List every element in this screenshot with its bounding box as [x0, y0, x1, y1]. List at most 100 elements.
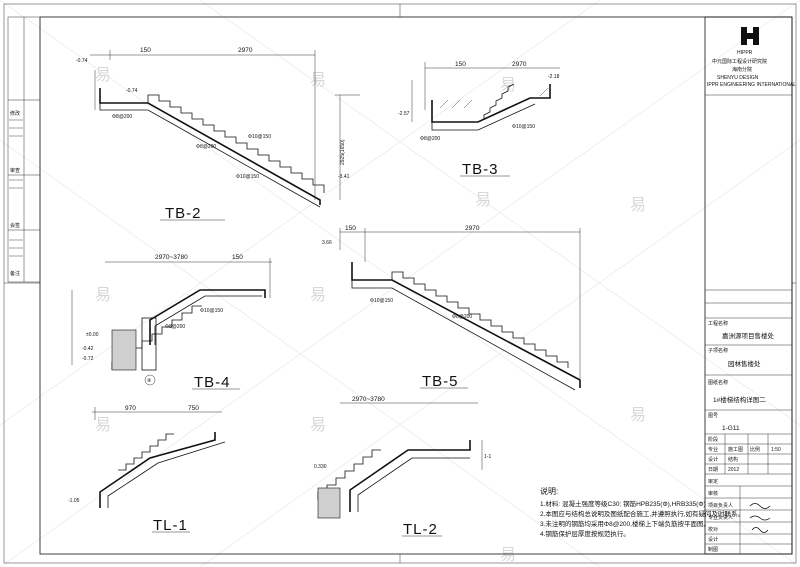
- svg-text:易: 易: [95, 285, 111, 304]
- drawing-name-label: 图纸名称: [708, 379, 728, 386]
- note-1: 1.材料: 混凝土强度等级C30; 钢筋HPB235(Φ),HRB335(Φ): [540, 499, 706, 508]
- tb4-dim-right: 150: [232, 254, 243, 261]
- svg-text:易: 易: [310, 415, 326, 434]
- tl1-level: -1.05: [68, 498, 80, 504]
- tb5-bar: Φ10@150: [370, 298, 393, 304]
- sign-row-2: 项目负责人: [708, 502, 733, 509]
- subproject-label: 子项名称: [708, 347, 728, 354]
- row-label-3: 比例: [750, 446, 760, 453]
- row-label-4: 日期: [708, 467, 718, 473]
- note-3: 3.未注明的钢筋均采用Φ8@200,楼梯上下端负筋按平面图。: [540, 519, 710, 528]
- svg-text:易: 易: [500, 545, 516, 564]
- tb4-level: ±0.00: [86, 332, 99, 338]
- tb4-title: TB-4: [194, 374, 231, 391]
- sign-row-3: 专业负责人: [708, 514, 733, 521]
- inner-frame: [39, 16, 793, 555]
- tb3-dim-top: 2970: [512, 61, 527, 68]
- tb2-level-bottom: -3.41: [338, 174, 350, 180]
- left-label-1: 审查: [10, 167, 20, 174]
- row-value-1: 结构: [728, 456, 738, 463]
- tl2-dim-top: 2970~3780: [352, 396, 385, 403]
- svg-text:易: 易: [95, 415, 111, 434]
- tl1-dim-right: 750: [188, 405, 199, 412]
- tl1-dim-top: 970: [125, 405, 136, 412]
- svg-text:易: 易: [500, 75, 516, 94]
- company-name-cn-2: 海南分院: [732, 66, 752, 73]
- drawing-no-label: 图号: [708, 413, 718, 419]
- notes-block: 说明: 1.材料: 混凝土强度等级C30; 钢筋HPB235(Φ),HRB335…: [540, 486, 744, 538]
- view-tb5: 150 2970 3.66 Φ10@150 Φ8@200 TB-5: [322, 225, 581, 391]
- tb4-dim-top: 2970~3780: [155, 254, 188, 261]
- tl1-title: TL-1: [153, 517, 188, 534]
- row-value-0: 施工图: [728, 446, 743, 453]
- company-name-en-2: IPPR ENGINEERING INTERNATIONAL: [707, 82, 796, 88]
- view-tl1: 970 750 -1.05 TL-1: [68, 405, 226, 534]
- row-value-3: 2012: [728, 467, 739, 473]
- tb4-level-2: -0.42: [82, 346, 94, 352]
- drawing-name: 1#楼梯结构详图二: [713, 395, 766, 404]
- note-2: 2.本图应与结构总说明及图纸配合施工,并遵照执行,如有疑问及时联系。: [540, 509, 744, 518]
- tb4-level-3: -0.72: [82, 356, 94, 362]
- svg-text:易: 易: [630, 195, 646, 214]
- tb2-bar-1: Φ8@200: [112, 114, 132, 120]
- note-4: 4.钢筋保护层厚度按规范执行。: [540, 529, 630, 538]
- title-block: HIPPR 中元国际工程设计研究院 海南分院 SHENYU DESIGN IPP…: [704, 16, 796, 555]
- left-label-0: 修改: [10, 110, 20, 117]
- sign-row-4: 校对: [708, 526, 718, 533]
- row-label-1: 专业: [708, 446, 718, 453]
- view-tb4: 2970~3780 150 ±0.00 -0.42 -0.72 Φ10@150 …: [71, 254, 272, 391]
- tb5-dim-left: 150: [345, 225, 356, 232]
- tl2-section: 1-1: [484, 454, 491, 460]
- svg-text:易: 易: [310, 70, 326, 89]
- project-label: 工程名称: [708, 320, 728, 327]
- svg-text:易: 易: [310, 285, 326, 304]
- tb4-axis-bubble: ⑧: [147, 378, 152, 384]
- company-logo: [741, 27, 759, 45]
- tb2-title: TB-2: [165, 205, 202, 222]
- tb4-bar: Φ10@150: [200, 308, 223, 314]
- tb2-dim-top-left: 150: [140, 47, 151, 54]
- tb2-bar-2: Φ8@200: [196, 144, 216, 150]
- tb2-dim-top-right: 2970: [238, 47, 253, 54]
- frame-ticks: [4, 4, 796, 563]
- view-tl2: 2970~3780 0.330 1-1 TL-2: [314, 396, 491, 538]
- left-label-2: 会签: [10, 222, 20, 229]
- tb4-bar-2: Φ8@200: [165, 324, 185, 330]
- tl2-level: 0.330: [314, 464, 327, 470]
- tb3-title: TB-3: [462, 161, 499, 178]
- svg-text:易: 易: [95, 65, 111, 84]
- row-label-0: 阶段: [708, 436, 718, 443]
- sign-row-6: 制图: [708, 546, 718, 553]
- project-name: 嘉洲源项目售楼处: [722, 331, 775, 340]
- drawing-no: 1-G11: [722, 425, 740, 432]
- company-name-cn: 中元国际工程设计研究院: [712, 58, 767, 65]
- tb2-level-top: -0.74: [76, 58, 88, 64]
- left-label-3: 备注: [10, 270, 20, 277]
- tb3-level: -2.18: [548, 74, 560, 80]
- row-value-2: 1:50: [771, 447, 781, 453]
- company-name-en: SHENYU DESIGN: [717, 75, 759, 81]
- subproject-name: 园林售楼处: [728, 359, 761, 368]
- sign-row-1: 审核: [708, 490, 718, 497]
- tb5-bar-2: Φ8@200: [452, 314, 472, 320]
- svg-text:易: 易: [475, 190, 491, 209]
- tb5-title: TB-5: [422, 373, 459, 390]
- tb3-bar-2: Φ10@150: [512, 124, 535, 130]
- tb3-dim-left: 150: [455, 61, 466, 68]
- tb5-dim-top: 2970: [465, 225, 480, 232]
- svg-text:易: 易: [630, 405, 646, 424]
- tl2-title: TL-2: [403, 521, 438, 538]
- watermark-text: 易 易 易 易 易 易 易 易 易 易 易: [95, 65, 646, 564]
- notes-title: 说明:: [540, 486, 558, 496]
- signature-marks: [749, 503, 771, 533]
- tb2-level-mid: -0.74: [126, 88, 138, 94]
- tb2-bar-4: Φ10@150: [236, 174, 259, 180]
- tb2-dim-height: 2925(1650): [340, 139, 346, 165]
- view-tb2: 150 2970 2925(1650) -0.74 -0.74 -3.41 Φ8…: [76, 47, 360, 222]
- sign-row-0: 审定: [708, 478, 718, 485]
- left-strip: 修改 审查 会签 备注: [7, 16, 41, 283]
- view-tb3: 150 2970 -2.18 -2.57 Φ8@200 Φ10@150 TB-3: [398, 61, 560, 178]
- tb2-bar-3: Φ10@150: [248, 134, 271, 140]
